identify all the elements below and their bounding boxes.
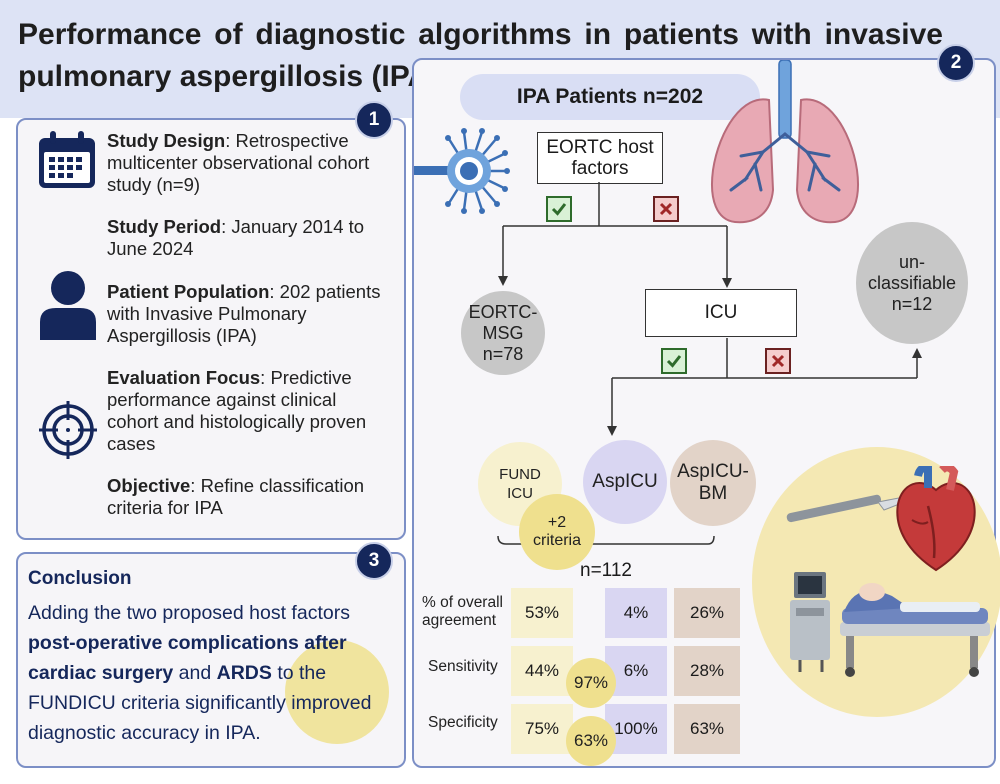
person-icon (40, 271, 96, 340)
panel-1-badge: 1 (355, 101, 393, 139)
cell-aspicu-bm-specificity: 63% (674, 704, 740, 754)
unclassifiable-node: un-classifiable n=12 (856, 222, 968, 344)
target-icon (39, 401, 97, 459)
cross-icon (653, 196, 679, 222)
cell-plus2-specificity: 63% (566, 716, 616, 766)
evaluation-focus-text: Evaluation Focus: Predictive performance… (107, 367, 367, 454)
row-label-sensitivity: Sensitivity (428, 658, 498, 675)
conclusion-text: Adding the two proposed host factors pos… (28, 602, 372, 744)
cell-fundicu-specificity: 75% (511, 704, 573, 754)
plus2-criteria-node: +2 criteria (519, 494, 595, 570)
panel-3-badge: 3 (355, 542, 393, 580)
cell-fundicu-sensitivity: 44% (511, 646, 573, 696)
aspergillus-icon (414, 128, 510, 214)
row-label-specificity: Specificity (428, 714, 498, 731)
calendar-icon (39, 131, 95, 188)
lungs-icon (711, 60, 859, 224)
cell-fundicu-agreement: 53% (511, 588, 573, 638)
cell-aspicu-bm-sensitivity: 28% (674, 646, 740, 696)
eortc-msg-node: EORTC-MSG n=78 (461, 291, 545, 375)
cell-plus2-sensitivity: 97% (566, 658, 616, 708)
cell-aspicu-agreement: 4% (605, 588, 667, 638)
hospital-bed-icon (786, 491, 990, 677)
ipa-patients-header: IPA Patients n=202 (460, 74, 760, 120)
patient-population-text: Patient Population: 202 patients with In… (107, 281, 381, 346)
conclusion-heading: Conclusion (28, 568, 132, 589)
aspicu-bm-node: AspICU-BM (670, 440, 756, 526)
cross-icon (765, 348, 791, 374)
n-total-label: n=112 (580, 560, 632, 581)
cell-aspicu-bm-agreement: 26% (674, 588, 740, 638)
study-design-text: Study Design: Retrospective multicenter … (107, 130, 370, 195)
row-label-agreement: % of overall agreement (422, 594, 503, 629)
eortc-host-factors-box: EORTC host factors (537, 132, 663, 184)
flow-connectors (497, 182, 922, 545)
icu-box: ICU (645, 289, 797, 337)
heart-icon (896, 466, 976, 572)
panel-2-badge: 2 (937, 44, 975, 82)
page-title: Performance of diagnostic algorithms in … (18, 18, 943, 93)
conclusion-highlight-circle (285, 640, 389, 744)
check-icon (661, 348, 687, 374)
objective-text: Objective: Refine classification criteri… (107, 475, 365, 518)
results-table: % of overall agreement Sensitivity Speci… (418, 588, 758, 766)
check-icon (546, 196, 572, 222)
study-period-text: Study Period: January 2014 to June 2024 (107, 216, 365, 259)
aspicu-node: AspICU (583, 440, 667, 524)
